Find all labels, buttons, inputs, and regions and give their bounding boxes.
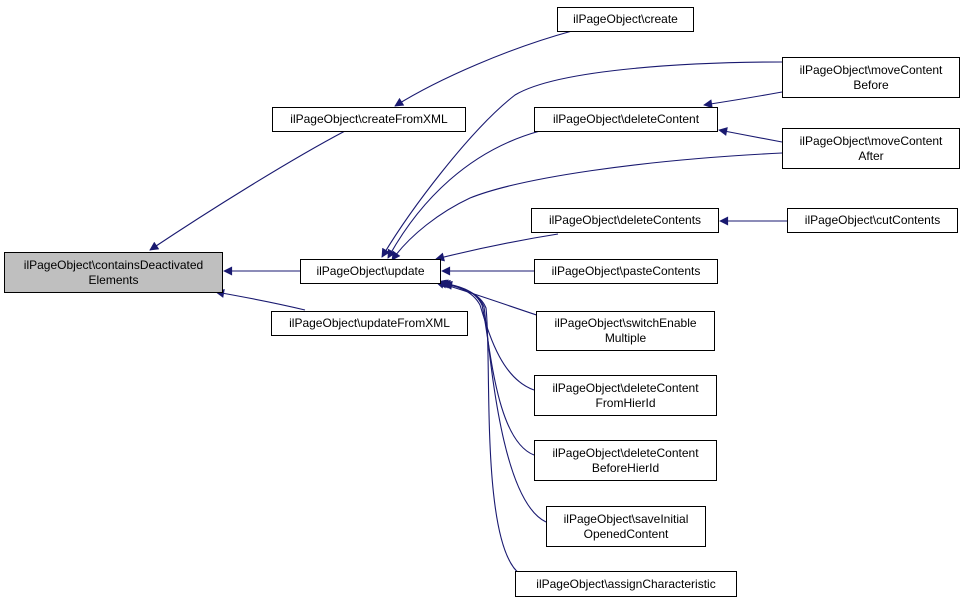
edge-moveContentAfter-to-update bbox=[391, 152, 783, 261]
node-switch-enable-multiple[interactable]: ilPageObject\switchEnable Multiple bbox=[536, 311, 715, 351]
node-delete-content[interactable]: ilPageObject\deleteContent bbox=[534, 107, 718, 132]
node-update[interactable]: ilPageObject\update bbox=[300, 259, 441, 284]
edge-moveContentBefore-to-deleteContent bbox=[703, 91, 783, 109]
edge-deleteContents-to-update bbox=[435, 233, 559, 262]
node-move-content-after[interactable]: ilPageObject\moveContent After bbox=[782, 128, 960, 169]
node-update-from-xml[interactable]: ilPageObject\updateFromXML bbox=[271, 311, 468, 336]
node-label-line2: Before bbox=[853, 77, 889, 92]
node-label: ilPageObject\cutContents bbox=[804, 213, 941, 227]
node-label-line1: ilPageObject\deleteContent bbox=[552, 380, 699, 395]
node-label-line1: ilPageObject\deleteContent bbox=[552, 445, 699, 460]
edge-createFromXML-to-containsDeactivated bbox=[149, 130, 346, 251]
edge-deleteContentBeforeHierId-to-update bbox=[439, 279, 535, 456]
node-label-line2: OpenedContent bbox=[583, 526, 669, 541]
node-create-from-xml[interactable]: ilPageObject\createFromXML bbox=[272, 107, 466, 132]
node-create[interactable]: ilPageObject\create bbox=[557, 7, 694, 32]
node-label: ilPageObject\deleteContent bbox=[552, 112, 700, 126]
node-cut-contents[interactable]: ilPageObject\cutContents bbox=[787, 208, 958, 233]
node-delete-contents[interactable]: ilPageObject\deleteContents bbox=[531, 208, 719, 233]
node-paste-contents[interactable]: ilPageObject\pasteContents bbox=[534, 259, 718, 284]
node-label-line2: Multiple bbox=[604, 331, 647, 345]
node-label: ilPageObject\assignCharacteristic bbox=[536, 576, 716, 591]
node-label: ilPageObject\deleteContents bbox=[548, 213, 702, 227]
node-label-line1: ilPageObject\saveInitial bbox=[563, 511, 689, 526]
node-label: ilPageObject\createFromXML bbox=[290, 112, 448, 126]
node-delete-content-before-hier-id[interactable]: ilPageObject\deleteContent BeforeHierId bbox=[534, 440, 717, 481]
node-label-line1: ilPageObject\moveContent bbox=[799, 133, 943, 148]
edge-moveContentAfter-to-deleteContent bbox=[718, 127, 783, 143]
node-move-content-before[interactable]: ilPageObject\moveContent Before bbox=[782, 57, 960, 98]
edge-deleteContentFromHierId-to-update bbox=[437, 279, 535, 391]
node-delete-content-from-hier-id[interactable]: ilPageObject\deleteContent FromHierId bbox=[534, 375, 717, 416]
node-label-line2: BeforeHierId bbox=[591, 460, 660, 475]
node-label: ilPageObject\create bbox=[573, 12, 678, 26]
node-label-line2: Elements bbox=[88, 272, 139, 287]
node-label: ilPageObject\updateFromXML bbox=[289, 316, 450, 330]
node-label-line1: ilPageObject\moveContent bbox=[799, 62, 943, 77]
node-label: ilPageObject\pasteContents bbox=[551, 264, 701, 278]
node-assign-characteristic[interactable]: ilPageObject\assignCharacteristic bbox=[515, 571, 737, 597]
node-label-line1: ilPageObject\switchEnable bbox=[554, 316, 697, 330]
edge-deleteContent-to-update bbox=[387, 130, 541, 259]
edge-updateFromXML-to-containsDeactivated bbox=[215, 288, 306, 311]
node-contains-deactivated-elements: ilPageObject\containsDeactivated Element… bbox=[4, 252, 223, 293]
node-label-line1: ilPageObject\containsDeactivated bbox=[23, 257, 204, 272]
edge-create-to-createFromXML bbox=[394, 30, 573, 107]
node-label: ilPageObject\update bbox=[316, 264, 425, 278]
node-label-line2: FromHierId bbox=[595, 395, 656, 410]
node-label-line2: After bbox=[858, 148, 884, 163]
edge-assignCharacteristic-to-update bbox=[443, 280, 521, 575]
node-save-initial-opened-content[interactable]: ilPageObject\saveInitial OpenedContent bbox=[546, 506, 706, 547]
edge-moveContentBefore-to-update bbox=[381, 61, 783, 258]
